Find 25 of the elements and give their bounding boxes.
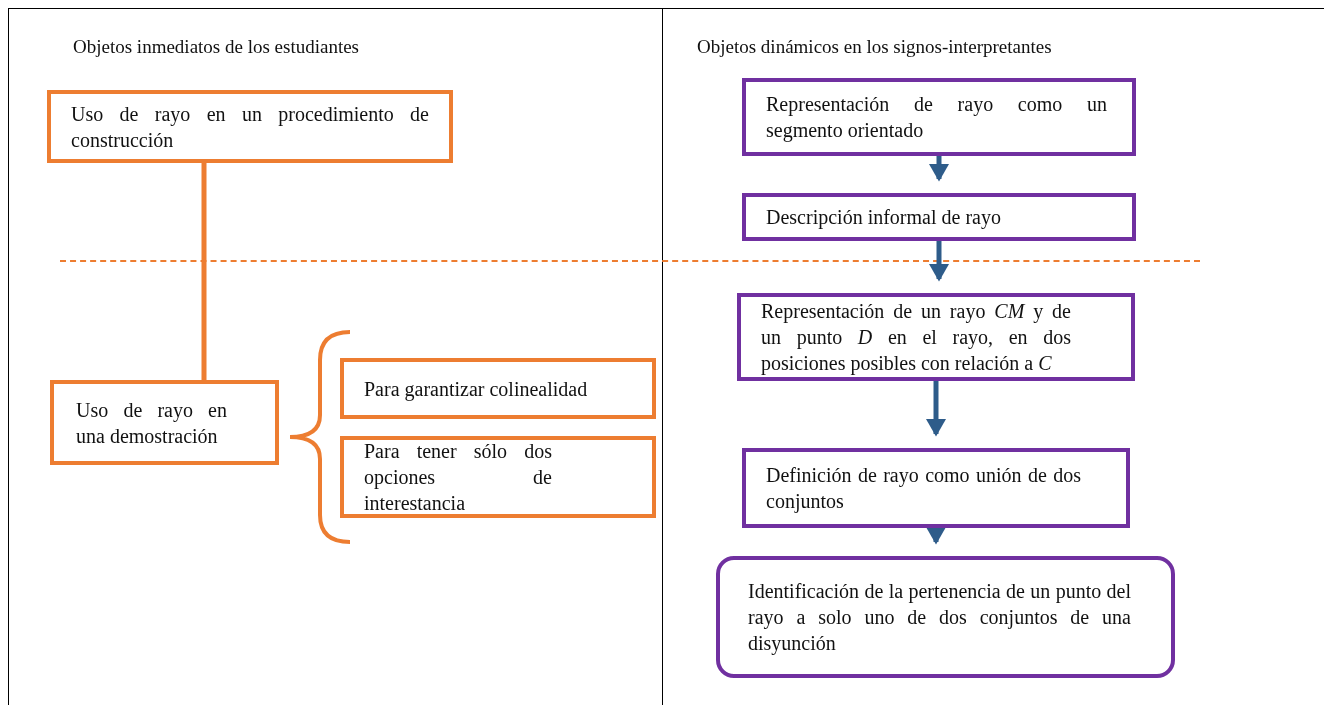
text-box (47, 90, 453, 163)
box-text: Uso de rayo en un procedimiento de construcción (71, 101, 429, 153)
connector-line (201, 163, 207, 380)
arrow (929, 156, 949, 182)
column-heading: Objetos inmediatos de los estudiantes (73, 36, 359, 58)
box-text: Para tener sólo dos opciones de interestancia (364, 439, 552, 516)
text-box (340, 358, 656, 419)
column-heading: Objetos dinámicos en los signos-interpretantes (697, 36, 1052, 58)
text-box (742, 193, 1136, 241)
text-box (50, 380, 279, 465)
rounded-box (716, 556, 1175, 678)
text-box (742, 78, 1136, 156)
text-box (742, 448, 1130, 528)
box-text: Uso de rayo en una demostración (76, 397, 227, 449)
arrow (926, 527, 946, 545)
box-text: Representación de rayo como un segmento orientado (766, 92, 1107, 143)
box-text: Definición de rayo como unión de dos conjuntos (766, 463, 1081, 514)
box-text: Descripción informal de rayo (766, 205, 1002, 230)
box-text: Identificación de la pertenencia de un punto del rayo a solo uno de dos conjuntos de una disyunción (748, 579, 1131, 656)
text-box (737, 293, 1135, 381)
box-text: Para garantizar colinealidad (364, 376, 589, 402)
arrow (926, 381, 946, 437)
arrow (929, 241, 949, 282)
text-box (340, 436, 656, 518)
box-text: Representación de un rayo CM y de un punto D en el rayo, en dos posiciones posibles con relación a C (761, 299, 1071, 376)
